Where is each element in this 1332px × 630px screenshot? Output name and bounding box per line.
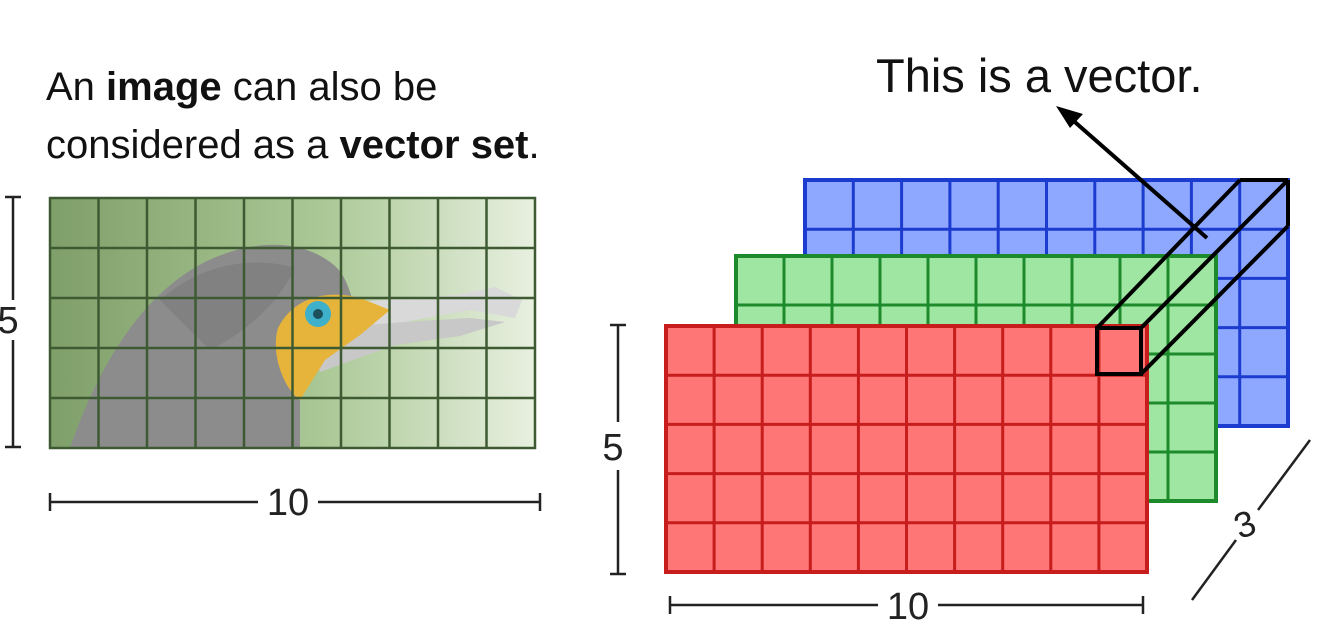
- left-height-label: 5: [0, 300, 19, 342]
- stack-height-dimension: [610, 323, 626, 576]
- stack-depth-label: 3: [1228, 502, 1261, 547]
- left-width-dimension: [48, 493, 542, 511]
- vector-prism: [1095, 178, 1290, 376]
- stack-height-label: 5: [602, 427, 623, 469]
- caption-text-1: An: [46, 65, 107, 109]
- bird-head-shade: [160, 262, 295, 350]
- caption-text-3: .: [528, 123, 540, 167]
- caption: An image can also be considered as a vec…: [46, 58, 606, 174]
- caption-bold-image: image: [106, 65, 222, 109]
- stack-width-label: 10: [887, 586, 929, 628]
- left-width-label: 10: [267, 482, 309, 524]
- stack-width-dimension: [668, 596, 1145, 614]
- bird-pupil: [313, 309, 323, 319]
- vector-arrow: [1056, 106, 1209, 240]
- caption-bold-vector-set: vector set: [339, 123, 529, 167]
- stack-depth-dimension: [1190, 439, 1312, 601]
- photo-grid: [48, 196, 537, 450]
- vector-label: This is a vector.: [876, 49, 1203, 102]
- photo-grid-border: [48, 196, 537, 450]
- caption-text-2: can also be considered as a: [46, 65, 438, 167]
- red-channel-layer: [664, 324, 1149, 574]
- left-height-dimension: [5, 195, 21, 449]
